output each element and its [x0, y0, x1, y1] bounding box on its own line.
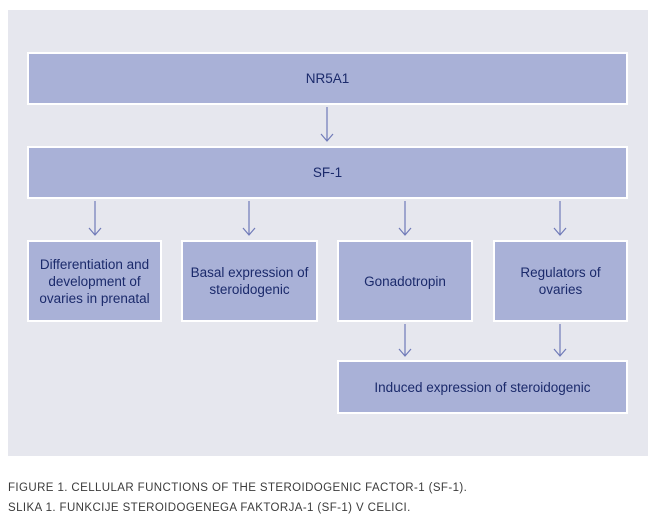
node-regulators: Regulators of ovaries [493, 240, 628, 322]
node-basal-expression-label: Basal expression of steroidogenic [190, 265, 309, 297]
node-differentiation-label: Differentiation and development of ovari… [39, 256, 150, 306]
figure-caption-slovene: SLIKA 1. FUNKCIJE STEROIDOGENEGA FAKTORJ… [8, 502, 411, 514]
node-sf1-label: SF-1 [312, 165, 343, 180]
node-regulators-label: Regulators of ovaries [520, 265, 601, 297]
figure-caption-english: FIGURE 1. CELLULAR FUNCTIONS OF THE STER… [8, 482, 468, 494]
node-induced-expression: Induced expression of steroidogenic [337, 360, 628, 414]
node-nr5a1: NR5A1 [27, 52, 628, 105]
node-gonadotropin: Gonadotropin [337, 240, 473, 322]
node-induced-expression-label: Induced expression of steroidogenic [374, 379, 591, 395]
node-differentiation: Differentiation and development of ovari… [27, 240, 162, 322]
node-basal-expression: Basal expression of steroidogenic [181, 240, 318, 322]
node-gonadotropin-label: Gonadotropin [364, 273, 446, 289]
node-nr5a1-label: NR5A1 [305, 71, 350, 86]
node-sf1: SF-1 [27, 146, 628, 199]
